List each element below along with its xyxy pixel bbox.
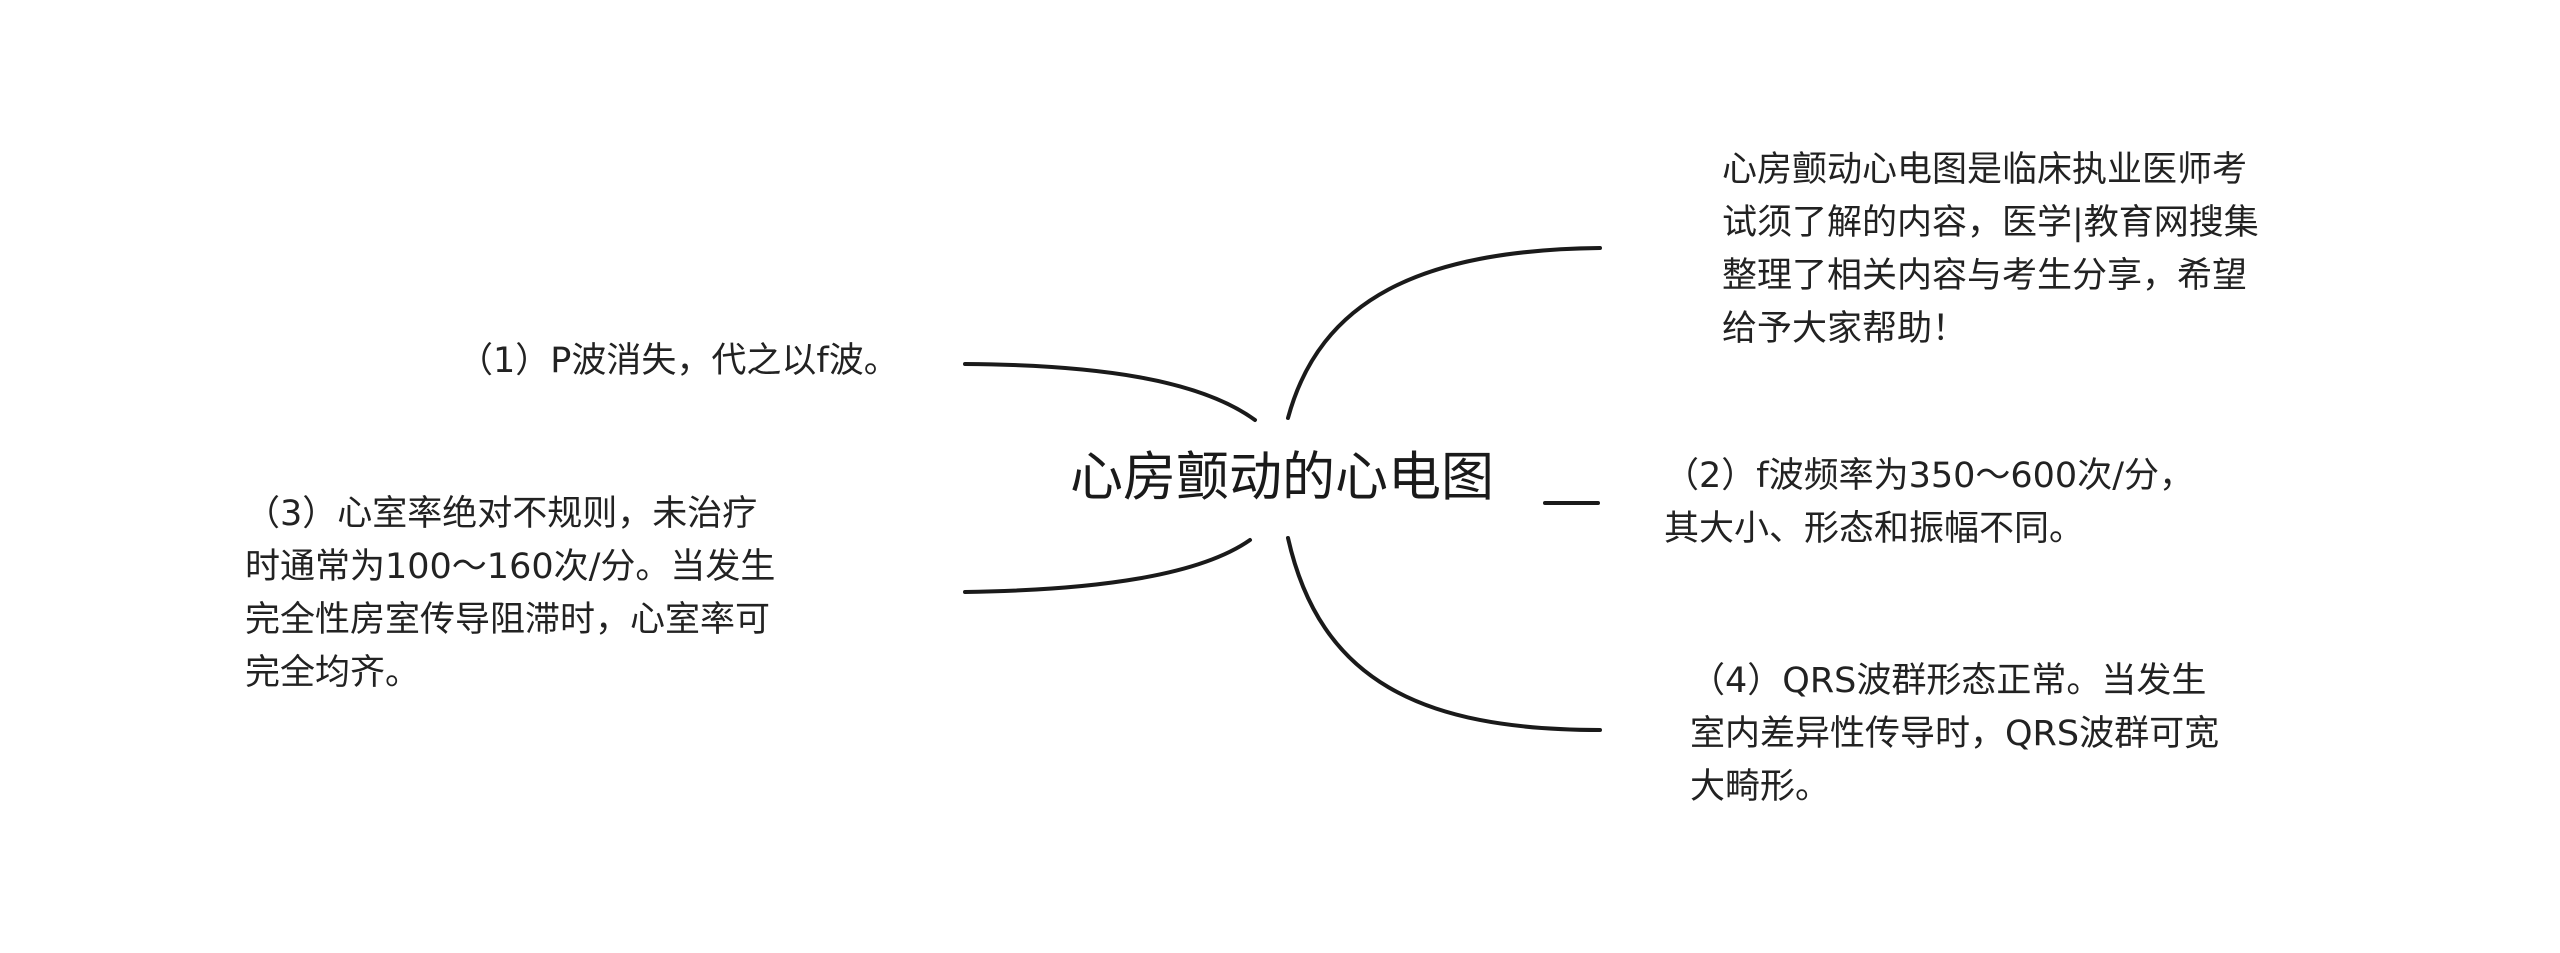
branch-topic-qrs[interactable]: （4）QRS波群形态正常。当发生 室内差异性传导时，QRS波群可宽 大畸形。: [1690, 661, 2220, 807]
central-topic[interactable]: 心房颤动的心电图: [1070, 447, 1494, 508]
connector-right-3: [1286, 536, 1602, 732]
branch-topic-p-wave[interactable]: （1）P波消失，代之以f波。: [458, 341, 899, 381]
connector-left-1: [963, 362, 1257, 422]
branch-topic-ventricular-rate[interactable]: （3）心室率绝对不规则，未治疗 时通常为100～160次/分。当发生 完全性房室…: [245, 494, 776, 693]
connector-right-1: [1286, 246, 1602, 420]
branch-topic-intro[interactable]: 心房颤动心电图是临床执业医师考 试须了解的内容，医学|教育网搜集 整理了相关内容…: [1722, 150, 2259, 349]
branch-topic-f-wave[interactable]: （2）f波频率为350～600次/分， 其大小、形态和振幅不同。: [1664, 456, 2194, 549]
connector-left-2: [963, 538, 1252, 594]
